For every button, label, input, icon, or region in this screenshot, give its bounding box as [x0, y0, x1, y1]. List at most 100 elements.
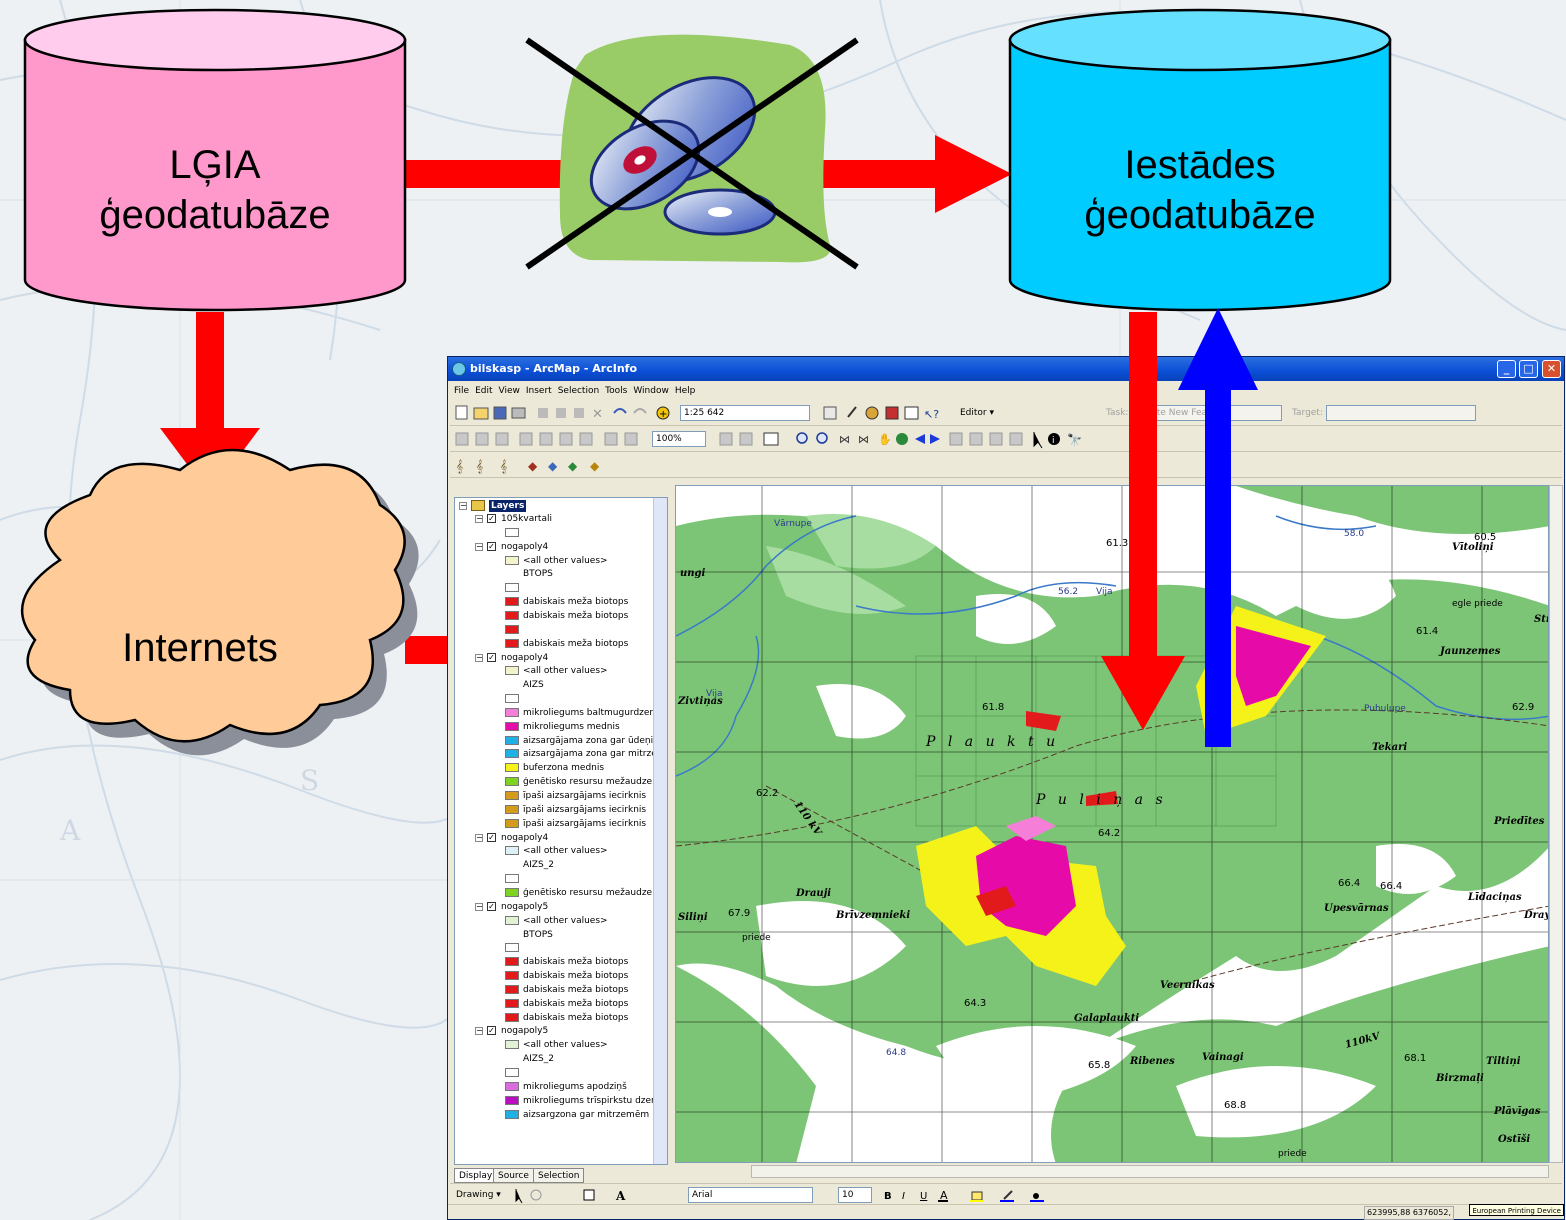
tools-toolbar-icons: ⋈⋈✋ i 🔭 [455, 432, 1082, 449]
target-combo[interactable] [1326, 405, 1476, 421]
menu-item-view[interactable]: View [498, 386, 520, 396]
menu-item-file[interactable]: File [454, 386, 470, 396]
font-name-combo[interactable]: Arial [688, 1187, 813, 1203]
layer-checkbox[interactable]: ✓ [487, 514, 496, 523]
menu-item-selection[interactable]: Selection [557, 386, 600, 396]
task-combo[interactable]: Create New Feature [1132, 405, 1282, 421]
legend-swatch [505, 915, 519, 925]
toc-label: <all other values> [523, 846, 608, 857]
arcmap-icon [452, 362, 466, 376]
tab-selection[interactable]: Selection [533, 1168, 585, 1183]
toc-label: nogapoly4 [501, 541, 549, 552]
menu-item-edit[interactable]: Edit [475, 386, 493, 396]
toc-label: dabiskais meža biotops [523, 597, 629, 608]
map-label-ostisi: Ostīši [1498, 1134, 1530, 1145]
toc-label: buferzona mednis [523, 763, 605, 774]
svg-text:◆: ◆ [590, 459, 600, 473]
collapse-icon[interactable]: − [475, 901, 483, 911]
lgia-db-label: LĢIA ģeodatubāze [99, 143, 331, 237]
toc-label: mikroliegums apodziņš [523, 1081, 627, 1092]
toc-label: aizsargājama zona gar ūdeņiem [523, 735, 668, 746]
window-titlebar[interactable]: bilskasp - ArcMap - ArcInfo _ □ ✕ [448, 357, 1564, 381]
menu-item-window[interactable]: Window [633, 386, 669, 396]
topographic-map[interactable]: Vārnupe Vija Vija Pubulupe 56.2 58.0 64.… [676, 486, 1549, 1163]
map-label-lidacinas: Līdaciņas [1467, 892, 1522, 903]
font-size-combo[interactable]: 10 [838, 1187, 872, 1203]
map-label-e629: 62.9 [1512, 702, 1534, 713]
map-label-e664b: 66.4 [1380, 881, 1402, 892]
layer-checkbox[interactable]: ✓ [487, 901, 496, 911]
tab-display[interactable]: Display [454, 1168, 498, 1183]
menu-bar: File Edit View Insert Selection Tools Window He… [448, 383, 1564, 399]
map-label-e688: 68.8 [1224, 1100, 1246, 1111]
toc-label: īpaši aizsargājams iecirknis [523, 791, 647, 801]
legend-swatch [505, 791, 519, 800]
svg-text:↖?: ↖? [924, 408, 939, 421]
cd-disks-panel [525, 34, 859, 270]
legend-swatch [505, 638, 519, 648]
layer-checkbox[interactable]: ✓ [487, 832, 496, 842]
map-label-vainagi: Vainagi [1202, 1052, 1244, 1063]
collapse-icon[interactable]: − [475, 1026, 483, 1036]
legend-swatch [505, 583, 519, 593]
legend-swatch [505, 1040, 519, 1050]
map-label-str: Str [1534, 614, 1549, 625]
collapse-icon[interactable]: − [475, 652, 483, 662]
collapse-icon[interactable]: − [475, 832, 483, 842]
minimize-button[interactable]: _ [1497, 360, 1516, 378]
map-horizontal-scrollbar[interactable] [751, 1165, 1549, 1178]
disc-icon [589, 76, 777, 236]
map-label-e580: 58.0 [1344, 529, 1364, 539]
svg-text:✋: ✋ [878, 433, 892, 446]
toc-label: BTOPS [523, 929, 553, 940]
legend-swatch [505, 874, 519, 884]
layer-checkbox[interactable]: ✓ [487, 652, 496, 662]
map-label-zivtinas: Zivtiņas [677, 696, 723, 707]
toc-label: dabiskais meža biotops [523, 957, 629, 968]
zoom-combo[interactable]: 100% [652, 431, 706, 447]
layer-checkbox[interactable]: ✓ [487, 1026, 496, 1036]
drawing-menu[interactable]: Drawing ▾ [456, 1190, 501, 1200]
map-label-priede: priede [742, 933, 771, 943]
svg-text:+: + [659, 409, 667, 420]
maximize-button[interactable]: □ [1519, 360, 1538, 378]
window-title: bilskasp - ArcMap - ArcInfo [470, 362, 637, 375]
collapse-icon[interactable]: − [475, 541, 483, 551]
extra-toolbar-icons: 𝄞𝄞𝄞 ◆◆◆◆ [456, 459, 600, 473]
legend-swatch [505, 721, 519, 731]
menu-item-help[interactable]: Help [674, 386, 696, 396]
standard-toolbar: ✕ + ↖? 1:25 642 Editor ▾ Task: Create Ne… [450, 401, 1562, 426]
toc-label: aizsargzona gar mitrzemēm [523, 1109, 650, 1120]
svg-text:B: B [884, 1191, 892, 1202]
map-view[interactable]: Vārnupe Vija Vija Pubulupe 56.2 58.0 64.… [675, 485, 1549, 1163]
collapse-icon[interactable]: − [475, 514, 483, 523]
tools-toolbar: ⋈⋈✋ i 🔭 100% [450, 427, 1562, 452]
map-label-vitolini: Vītoliņi [1452, 542, 1494, 553]
svg-text:◆: ◆ [528, 459, 538, 473]
layer-checkbox[interactable]: ✓ [487, 541, 496, 551]
toc-scrollbar[interactable] [653, 498, 667, 1164]
collapse-icon[interactable]: − [459, 501, 467, 510]
svg-text:A: A [59, 814, 81, 847]
map-label-vecruikas: Vecruikas [1160, 980, 1215, 991]
drawing-toolbar: Drawing ▾ A Arial 10 B I U A [450, 1183, 1562, 1206]
legend-swatch [505, 749, 519, 759]
scale-combo[interactable]: 1:25 642 [680, 405, 810, 421]
tab-source[interactable]: Source [493, 1168, 534, 1183]
legend-swatch [505, 1012, 519, 1022]
map-label-plauktu: P l a u k t u [925, 734, 1059, 750]
map-label-e658: 65.8 [1088, 1060, 1110, 1071]
close-button[interactable]: ✕ [1542, 360, 1561, 378]
legend-swatch [505, 694, 519, 704]
toc-label: dabiskais meža biotops [523, 1012, 629, 1023]
menu-item-tools[interactable]: Tools [605, 386, 628, 396]
map-label-varnupe: Vārnupe [774, 519, 812, 529]
legend-swatch [505, 763, 519, 773]
svg-text:◆: ◆ [548, 459, 558, 473]
map-vertical-scrollbar[interactable] [1549, 485, 1563, 1163]
editor-menu[interactable]: Editor ▾ [960, 408, 995, 418]
menu-item-insert[interactable]: Insert [525, 386, 552, 396]
map-label-vija: Vija [1096, 587, 1112, 597]
map-label-e562: 56.2 [1058, 587, 1078, 597]
map-label-e618: 61.8 [982, 702, 1004, 713]
